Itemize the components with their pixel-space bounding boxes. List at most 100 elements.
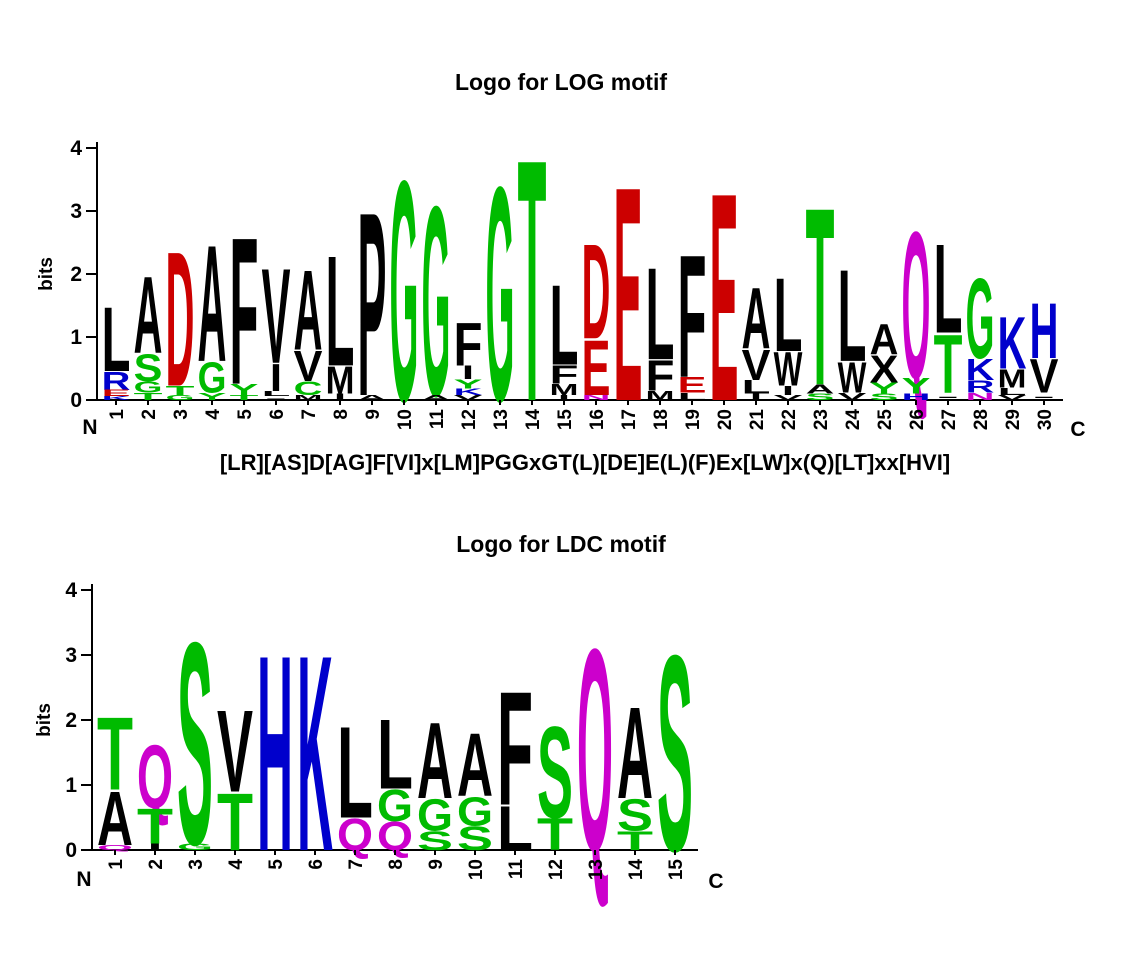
y-tick-label: 1	[70, 326, 82, 349]
y-tick-label: 0	[70, 389, 82, 412]
logo-letter-L: L	[678, 391, 707, 403]
logo-letter-A: A	[870, 315, 899, 364]
logo-letter-I: I	[147, 842, 162, 852]
logo-letter-Y: Y	[230, 381, 259, 399]
logo-letter-H: H	[902, 392, 931, 402]
logo-letter-K: K	[998, 301, 1027, 385]
position-label: 30	[1035, 409, 1056, 430]
logo-letter-E: E	[102, 388, 131, 398]
position-label: 29	[1003, 409, 1024, 430]
logo-letter-A: A	[294, 247, 323, 374]
position-label: 10	[395, 409, 416, 430]
logo-letter-Q: Q	[902, 188, 931, 423]
position-label: 24	[843, 409, 864, 431]
y-tick-label: 4	[70, 137, 82, 160]
logo-letter-S: S	[806, 392, 835, 402]
y-tick-label: 3	[70, 200, 82, 223]
logo-letter--: -	[265, 395, 287, 401]
logo-letter-A: A	[134, 255, 163, 377]
position-label: 16	[587, 409, 608, 430]
position-label: 13	[586, 859, 607, 880]
logo-letter-L: L	[326, 223, 355, 399]
logo-letter-S: S	[537, 700, 573, 846]
position-label: 19	[683, 409, 704, 430]
logo-letter-A: A	[742, 269, 771, 367]
logo-letter-E: E	[582, 325, 611, 412]
logo-letter-T: T	[518, 88, 547, 474]
logo-letter-L: L	[337, 700, 373, 846]
position-label: 9	[363, 409, 384, 420]
logo-letter-L: L	[838, 242, 867, 389]
logo-letter-K: K	[297, 597, 333, 910]
logo-letter-F: F	[497, 658, 533, 840]
y-tick-label: 0	[65, 839, 77, 862]
logo-letter-L: L	[742, 377, 771, 398]
position-label: 10	[466, 859, 487, 880]
logo-letter-W: W	[838, 353, 867, 402]
logo-letter-R: R	[102, 367, 131, 396]
logo-letter-M: M	[646, 388, 675, 403]
position-label: 2	[139, 409, 160, 420]
logo-letter-I: I	[782, 383, 794, 398]
logo-letter-A: A	[617, 680, 653, 826]
logo-letter-N: N	[966, 391, 995, 403]
logo-letter-G: G	[417, 790, 453, 840]
logo-letter-H: H	[257, 597, 293, 910]
position-label: 6	[267, 409, 288, 420]
logo-letter-D: D	[582, 217, 611, 368]
logo-letter-Y: Y	[454, 377, 483, 392]
position-label: 7	[346, 859, 367, 870]
logo-letter-D: D	[166, 211, 195, 427]
logo-letter-Y: Y	[902, 374, 931, 398]
n-terminus-label: N	[82, 416, 97, 439]
logo-letter-Y: Y	[198, 391, 227, 403]
position-label: 8	[331, 409, 352, 420]
logo-letter-L: L	[550, 262, 579, 389]
logo-letter-L: L	[262, 390, 291, 398]
logo-letter-V: V	[454, 394, 483, 402]
logo-letter-Q: Q	[137, 727, 173, 827]
logo-letter-I: I	[270, 356, 282, 400]
position-label: 2	[146, 859, 167, 870]
y-tick-label: 4	[65, 579, 77, 602]
position-label: 17	[619, 409, 640, 430]
position-label: 14	[626, 859, 647, 881]
logo-ldc-title: Logo for LDC motif	[456, 531, 666, 557]
logo-letter-L: L	[377, 700, 413, 811]
position-label: 11	[427, 409, 448, 430]
logo-letter-K: K	[966, 352, 995, 386]
logo-letter-T: T	[97, 696, 133, 812]
logo-letter-T: T	[134, 391, 163, 403]
logo-letter-R: R	[966, 377, 995, 397]
position-label: 28	[971, 409, 992, 430]
logo-letter-V: V	[742, 341, 771, 390]
logo-letter-G: G	[198, 353, 227, 402]
position-label: 15	[666, 859, 687, 881]
logo-letter-M: M	[550, 381, 579, 399]
position-label: 13	[491, 409, 512, 430]
logo-letter-I: I	[334, 392, 346, 402]
logo-letter-L: L	[774, 256, 803, 374]
logo-letter-I: I	[750, 392, 762, 402]
position-label: 12	[546, 859, 567, 880]
y-tick-label: 3	[65, 644, 77, 667]
logo-letter-E: E	[678, 373, 707, 397]
logo-letter-G: G	[966, 255, 995, 382]
logo-letter-L: L	[934, 219, 963, 360]
position-label: 26	[907, 409, 928, 430]
logo-letter-T: T	[137, 799, 173, 854]
position-label: 11	[506, 859, 527, 880]
logo-letter-V: V	[1030, 349, 1059, 403]
y-tick-label: 2	[70, 263, 82, 286]
logo-letter-A: A	[417, 701, 453, 822]
logo-letter-K: K	[102, 395, 131, 401]
logo-letter-L: L	[998, 386, 1027, 398]
position-label: 4	[203, 409, 224, 420]
logo-letter-A: A	[806, 382, 835, 397]
logo-letter-K: K	[454, 387, 483, 397]
c-terminus-label: C	[708, 870, 723, 893]
logo-letter-S: S	[177, 582, 213, 905]
logo-letter-I: I	[462, 362, 474, 383]
position-label: 14	[523, 409, 544, 431]
